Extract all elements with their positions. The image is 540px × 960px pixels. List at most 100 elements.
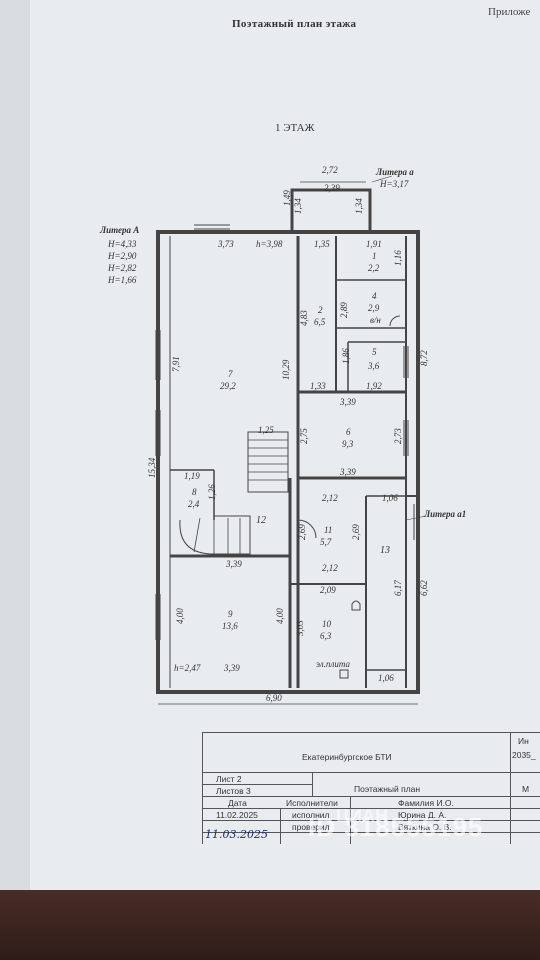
- room-4-area: 2,9: [368, 303, 380, 313]
- room-2-number: 2: [318, 305, 323, 315]
- stove-label: эл.плита: [316, 659, 350, 669]
- dim-label: 1,19: [184, 471, 200, 481]
- dim-label-vertical: 2,75: [299, 428, 309, 444]
- litera-a-small-height: H=3,17: [380, 179, 409, 189]
- room-5-area: 3,6: [368, 361, 380, 371]
- stamp-right-code: 2035_: [512, 750, 536, 760]
- stamp-right-m: М: [522, 784, 530, 794]
- background-surface: [0, 890, 540, 960]
- dim-label: 3,39: [226, 559, 242, 569]
- dim-label-vertical: 3,03: [295, 620, 305, 636]
- dim-label: 1,35: [314, 239, 330, 249]
- dim-label: 1,25: [258, 425, 274, 435]
- dim-label: 2,39: [324, 183, 340, 193]
- dim-label-vertical: 1,49: [282, 190, 292, 206]
- room-6-number: 6: [346, 427, 351, 437]
- dim-label-vertical: 2,89: [339, 302, 349, 318]
- room-2-area: 6,5: [314, 317, 326, 327]
- stamp-role-1: исполнил: [292, 810, 330, 820]
- outer-wall: [156, 230, 420, 694]
- room-8-area: 2,4: [188, 499, 200, 509]
- dim-label-vertical: 7,91: [171, 356, 181, 372]
- dim-label-vertical: 6,62: [419, 580, 429, 596]
- dim-label-vertical: 1,86: [341, 348, 351, 364]
- document-sheet: [0, 0, 540, 890]
- dim-label: 3,39: [224, 663, 240, 673]
- floor-label: 1 ЭТАЖ: [275, 122, 315, 134]
- dim-label: h=3,98: [256, 239, 283, 249]
- litera-a1-label: Литера а1: [424, 509, 467, 519]
- dim-label: 3,73: [218, 239, 234, 249]
- litera-A-height-2: H=2,90: [108, 251, 137, 261]
- stamp-role-2: проверил: [292, 822, 330, 832]
- stamp-name-1: Юрина Д. А.: [398, 810, 447, 820]
- dim-label-vertical: 4,00: [175, 608, 185, 624]
- stamp-sheet: Лист 2: [216, 774, 242, 784]
- dim-label: 1,91: [366, 239, 382, 249]
- dim-label: 2,12: [322, 493, 338, 503]
- dim-label: 6,90: [266, 693, 282, 703]
- dim-label: 1,33: [310, 381, 326, 391]
- room-8-number: 8: [192, 487, 197, 497]
- room-9-area: 13,6: [222, 621, 238, 631]
- room-13-number: 13: [380, 545, 390, 556]
- title-block: Екатеринбургское БТИ Лист 2 Листов 3 Поэ…: [202, 732, 540, 844]
- room-1-number: 1: [372, 251, 377, 261]
- dim-label: 2,72: [322, 165, 338, 175]
- watermark-logo: ЦИАН: [336, 806, 389, 826]
- dim-label-vertical: 2,69: [297, 524, 307, 540]
- header-appendix-fragment: Приложе: [488, 6, 531, 18]
- room-11-number: 11: [324, 525, 333, 535]
- stamp-right-top: Ин: [518, 736, 529, 746]
- stamp-name-2: Вяткина О. В.: [398, 822, 452, 832]
- vestibule-wall: [290, 188, 372, 234]
- dim-label: 3,39: [340, 397, 356, 407]
- stamp-sheets: Листов 3: [216, 786, 251, 796]
- litera-A-height-3: H=2,82: [108, 263, 137, 273]
- room-10-area: 6,3: [320, 631, 332, 641]
- stamp-org: Екатеринбургское БТИ: [302, 752, 392, 762]
- dim-label: 1,92: [366, 381, 382, 391]
- dim-label-vertical: 10,29: [281, 359, 291, 380]
- watermark-id: ID 318555195: [308, 812, 484, 842]
- dim-label-vertical: 4,00: [275, 608, 285, 624]
- stamp-date-1: 11.02.2025: [216, 810, 258, 820]
- room-5-number: 5: [372, 347, 377, 357]
- room-4-number: 4: [372, 291, 377, 301]
- room-7-area: 29,2: [220, 381, 236, 391]
- litera-A-height-1: H=4,33: [108, 239, 137, 249]
- dim-label: 1,06: [382, 493, 398, 503]
- handwritten-date: 11.03.2025: [205, 828, 268, 841]
- room-11-area: 5,7: [320, 537, 332, 547]
- stamp-col-role: Исполнители: [286, 798, 338, 808]
- document-title: Поэтажный план этажа: [232, 18, 357, 30]
- stamp-col-name: Фамилия И.О.: [398, 798, 454, 808]
- dim-label-vertical: 1,34: [293, 198, 303, 214]
- room-7-number: 7: [228, 369, 233, 379]
- wc-label: в/н: [370, 315, 381, 325]
- dim-label-vertical: 1,34: [354, 198, 364, 214]
- litera-A-label: Литера А: [100, 225, 140, 235]
- litera-a-small-label: Литера а: [376, 167, 414, 177]
- sheet-edge: [0, 0, 30, 890]
- dim-label: 2,09: [320, 585, 336, 595]
- dim-label-vertical: 4,83: [299, 310, 309, 326]
- dim-label: 1,06: [378, 673, 394, 683]
- stamp-doc: Поэтажный план: [354, 784, 421, 794]
- room-1-area: 2,2: [368, 263, 380, 273]
- dim-label-vertical: 1,16: [393, 250, 403, 266]
- room-10-number: 10: [322, 619, 331, 629]
- dim-label-vertical: 8,72: [419, 350, 429, 366]
- dim-label: h=2,47: [174, 663, 201, 673]
- dim-label-vertical: 2,69: [351, 524, 361, 540]
- litera-A-height-4: H=1,66: [108, 275, 137, 285]
- dim-label-vertical: 15,34: [147, 457, 157, 478]
- room-6-area: 9,3: [342, 439, 354, 449]
- room-12-number: 12: [256, 515, 266, 526]
- stamp-col-date: Дата: [228, 798, 247, 808]
- dim-label: 3,39: [340, 467, 356, 477]
- dim-label-vertical: 2,73: [393, 428, 403, 444]
- dim-label-vertical: 1,26: [207, 484, 217, 500]
- room-9-number: 9: [228, 609, 233, 619]
